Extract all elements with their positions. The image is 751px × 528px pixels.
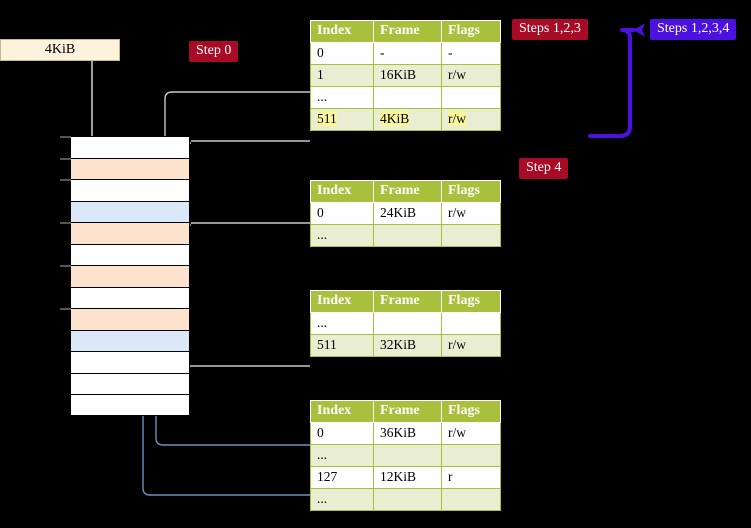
cell-index: 0 <box>310 42 374 65</box>
memory-frame-row <box>70 286 190 308</box>
wire-pd-to-memory <box>180 308 310 367</box>
cell-index: 0 <box>310 202 374 225</box>
memory-frame-tick <box>60 157 71 160</box>
cell-frame <box>373 488 442 511</box>
column-header-flags: Flags <box>441 400 501 423</box>
cell-frame <box>373 444 442 467</box>
cell-frame: 32KiB <box>373 334 442 357</box>
badge-steps-123: Steps 1,2,3 <box>512 19 588 40</box>
cell-flags <box>441 488 501 511</box>
cell-frame: 16KiB <box>373 64 442 87</box>
memory-frame-row <box>70 372 190 394</box>
column-header-frame: Frame <box>373 180 442 203</box>
cell-index: 127 <box>310 466 374 489</box>
cell-index: 0 <box>310 422 374 445</box>
column-header-frame: Frame <box>373 290 442 313</box>
memory-frame-row <box>70 243 190 265</box>
cell-flags <box>441 444 501 467</box>
memory-frame-tick <box>60 222 71 224</box>
table-row: 0-- <box>310 42 501 65</box>
cell-index: 1 <box>310 64 374 87</box>
memory-frame-tick <box>60 265 71 267</box>
wire-steps-loop <box>588 23 645 138</box>
cell-frame: 36KiB <box>373 422 442 445</box>
memory-frame-row <box>70 308 190 330</box>
cell-flags: - <box>441 42 501 65</box>
column-header-flags: Flags <box>441 180 501 203</box>
memory-frame-row <box>70 329 190 351</box>
column-header-index: Index <box>310 290 374 313</box>
cell-index: ... <box>310 444 374 467</box>
memory-frame-row <box>70 200 190 222</box>
cell-frame <box>373 224 442 247</box>
column-header-index: Index <box>310 400 374 423</box>
cell-frame <box>373 312 442 335</box>
physical-memory-column <box>70 136 190 416</box>
table-row: ... <box>310 312 501 335</box>
cell-flags <box>441 86 501 109</box>
cell-flags: r/w <box>441 422 501 445</box>
memory-frame-row <box>70 394 190 416</box>
cell-index: ... <box>310 86 374 109</box>
memory-frame-row <box>70 222 190 244</box>
column-header-index: Index <box>310 20 374 43</box>
table-row: ... <box>310 224 501 247</box>
cell-flags: r <box>441 466 501 489</box>
cell-frame: - <box>373 42 442 65</box>
memory-frame-tick <box>60 136 71 138</box>
cell-flags <box>441 224 501 247</box>
cell-index: ... <box>310 224 374 247</box>
cell-index: 511 <box>310 108 374 131</box>
table-row: ... <box>310 488 501 511</box>
badge-step-0: Step 0 <box>189 41 239 62</box>
cell-flags <box>441 312 501 335</box>
column-header-frame: Frame <box>373 400 442 423</box>
cell-index: 511 <box>310 334 374 357</box>
column-header-flags: Flags <box>441 20 501 43</box>
table-row: ... <box>310 444 501 467</box>
table-row: ... <box>310 86 501 109</box>
cell-frame: 24KiB <box>373 202 442 225</box>
cell-index: ... <box>310 488 374 511</box>
cell-frame: 4KiB <box>373 108 442 131</box>
cell-frame <box>373 86 442 109</box>
memory-frame-row <box>70 136 190 158</box>
memory-frame-row <box>70 157 190 179</box>
cr3-frame-box: 4KiB <box>0 39 120 61</box>
memory-frame-row <box>70 265 190 287</box>
badge-step-4: Step 4 <box>519 158 569 179</box>
column-header-index: Index <box>310 180 374 203</box>
cell-flags: r/w <box>441 64 501 87</box>
column-header-flags: Flags <box>441 290 501 313</box>
memory-frame-row <box>70 351 190 373</box>
memory-frame-row <box>70 179 190 201</box>
cell-frame: 12KiB <box>373 466 442 489</box>
memory-frame-tick <box>60 308 71 310</box>
cell-flags: r/w <box>441 108 501 131</box>
cell-flags: r/w <box>441 202 501 225</box>
cell-index: ... <box>310 312 374 335</box>
memory-frame-tick <box>60 179 71 181</box>
column-header-frame: Frame <box>373 20 442 43</box>
cell-flags: r/w <box>441 334 501 357</box>
badge-steps-1234: Steps 1,2,3,4 <box>650 19 737 40</box>
